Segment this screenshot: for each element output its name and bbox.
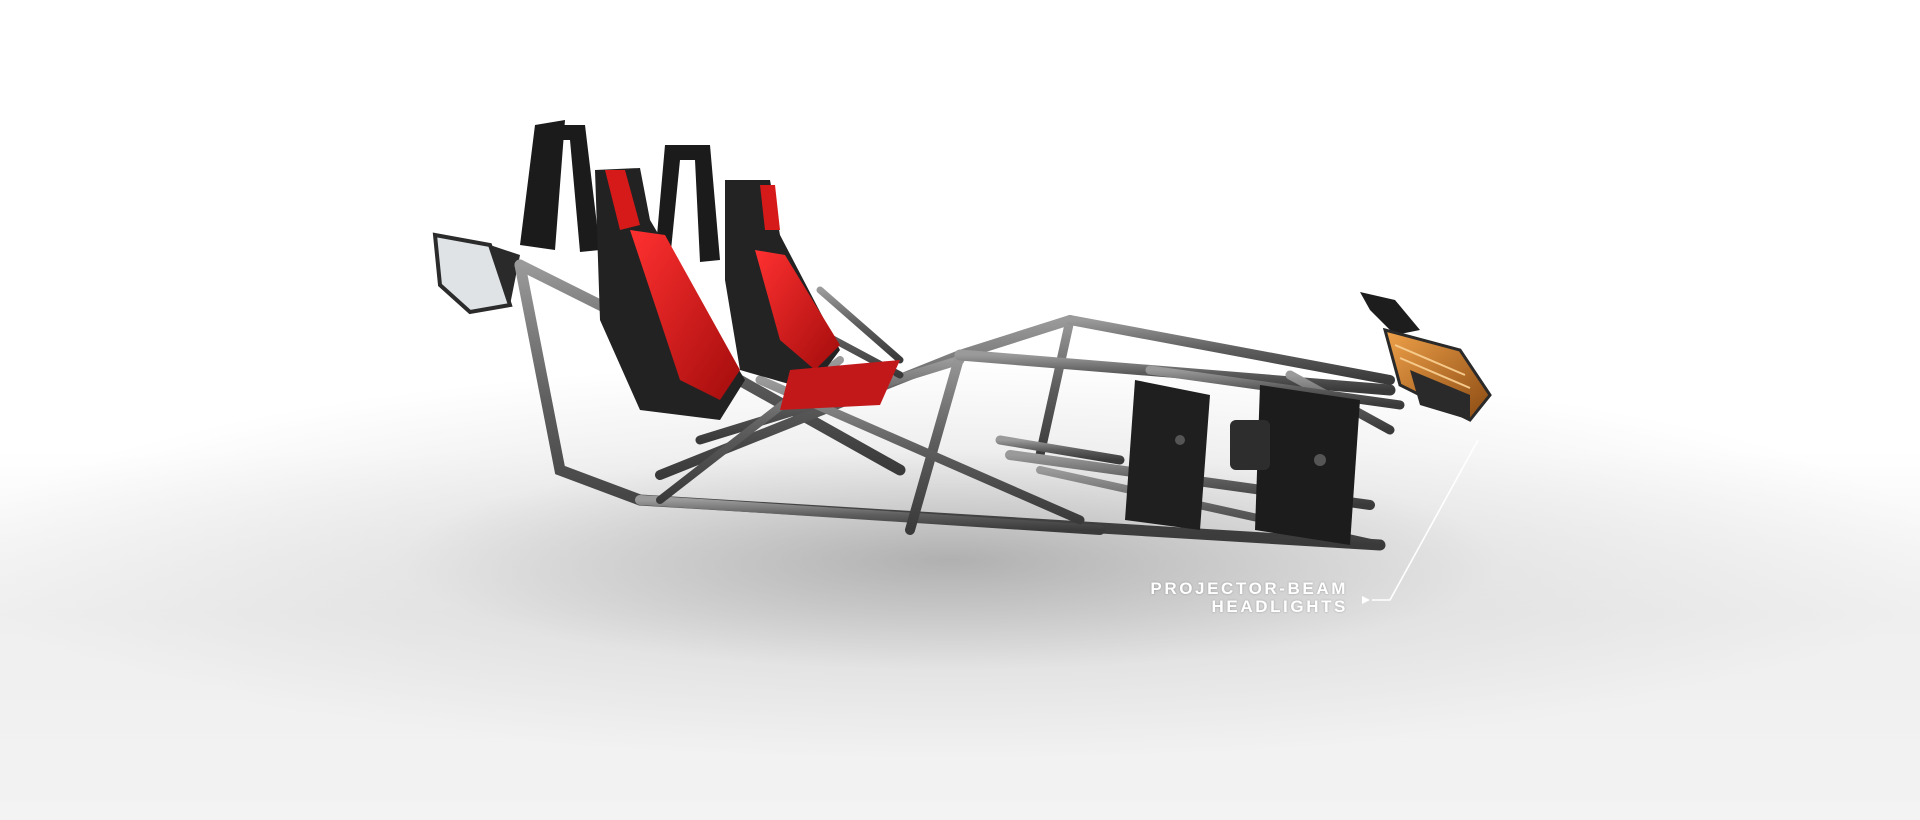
callout-headlights-label: PROJECTOR-BEAM HEADLIGHTS <box>1100 580 1348 616</box>
callout-line-2: HEADLIGHTS <box>1211 597 1348 616</box>
projector-headlight <box>1360 292 1492 422</box>
seat-right <box>725 180 900 410</box>
callout-line-1: PROJECTOR-BEAM <box>1150 579 1348 598</box>
callout-leader <box>1362 439 1479 604</box>
engine-mount-plates <box>1125 380 1360 545</box>
roll-hoops <box>520 120 720 262</box>
rear-light <box>432 232 520 315</box>
seat-left <box>595 168 745 420</box>
